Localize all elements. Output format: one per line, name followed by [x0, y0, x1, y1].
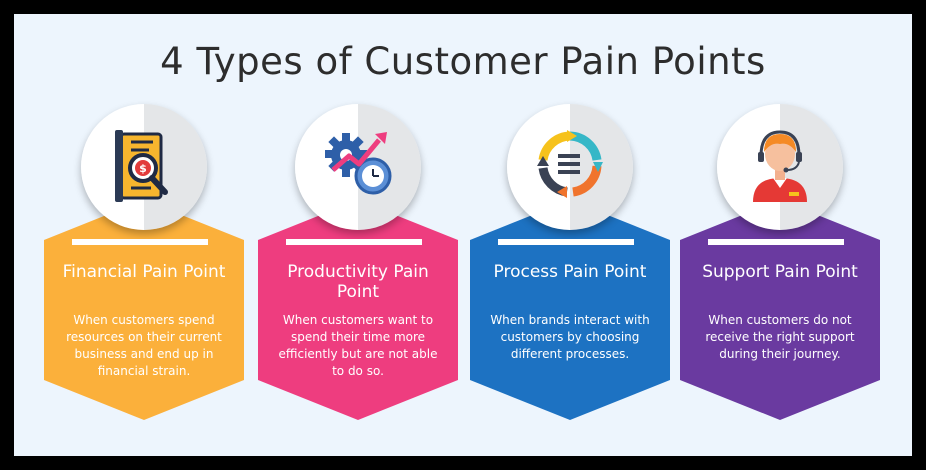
- support-icon-circle: [717, 104, 843, 230]
- process-pain-point-card: Process Pain Point When brands interact …: [470, 104, 670, 424]
- process-description: When brands interact with customers by c…: [490, 313, 650, 361]
- financial-hexagon: [44, 200, 244, 420]
- process-hexagon: [470, 200, 670, 420]
- page-title: 4 Types of Customer Pain Points: [160, 40, 766, 83]
- support-hexagon: [680, 200, 880, 420]
- process-icon-circle: [507, 104, 633, 230]
- process-title: Process Pain Point: [493, 262, 647, 282]
- process-divider: [498, 239, 634, 245]
- financial-pain-point-card: $ Financial Pain Point When customers sp…: [44, 104, 244, 424]
- support-title: Support Pain Point: [702, 262, 858, 282]
- productivity-description: When customers want to spend their time …: [278, 313, 438, 378]
- gear-clock-growth-icon: [325, 132, 392, 195]
- support-agent-icon: [753, 130, 807, 202]
- process-cycle-icon: [537, 130, 603, 198]
- productivity-pain-point-card: Productivity Pain Point When customers w…: [258, 104, 458, 424]
- support-description: When customers do not receive the right …: [705, 313, 855, 361]
- svg-text:$: $: [139, 162, 147, 175]
- financial-icon-circle: $: [81, 104, 207, 230]
- support-pain-point-card: Support Pain Point When customers do not…: [680, 104, 880, 424]
- productivity-divider: [286, 239, 422, 245]
- financial-title: Financial Pain Point: [62, 262, 226, 282]
- financial-description: When customers spend resources on their …: [66, 313, 222, 378]
- productivity-title: Productivity Pain Point: [287, 262, 429, 302]
- financial-document-icon: $: [115, 130, 168, 202]
- financial-divider: [72, 239, 208, 245]
- productivity-hexagon: [258, 200, 458, 420]
- productivity-icon-circle: [295, 104, 421, 230]
- support-divider: [708, 239, 844, 245]
